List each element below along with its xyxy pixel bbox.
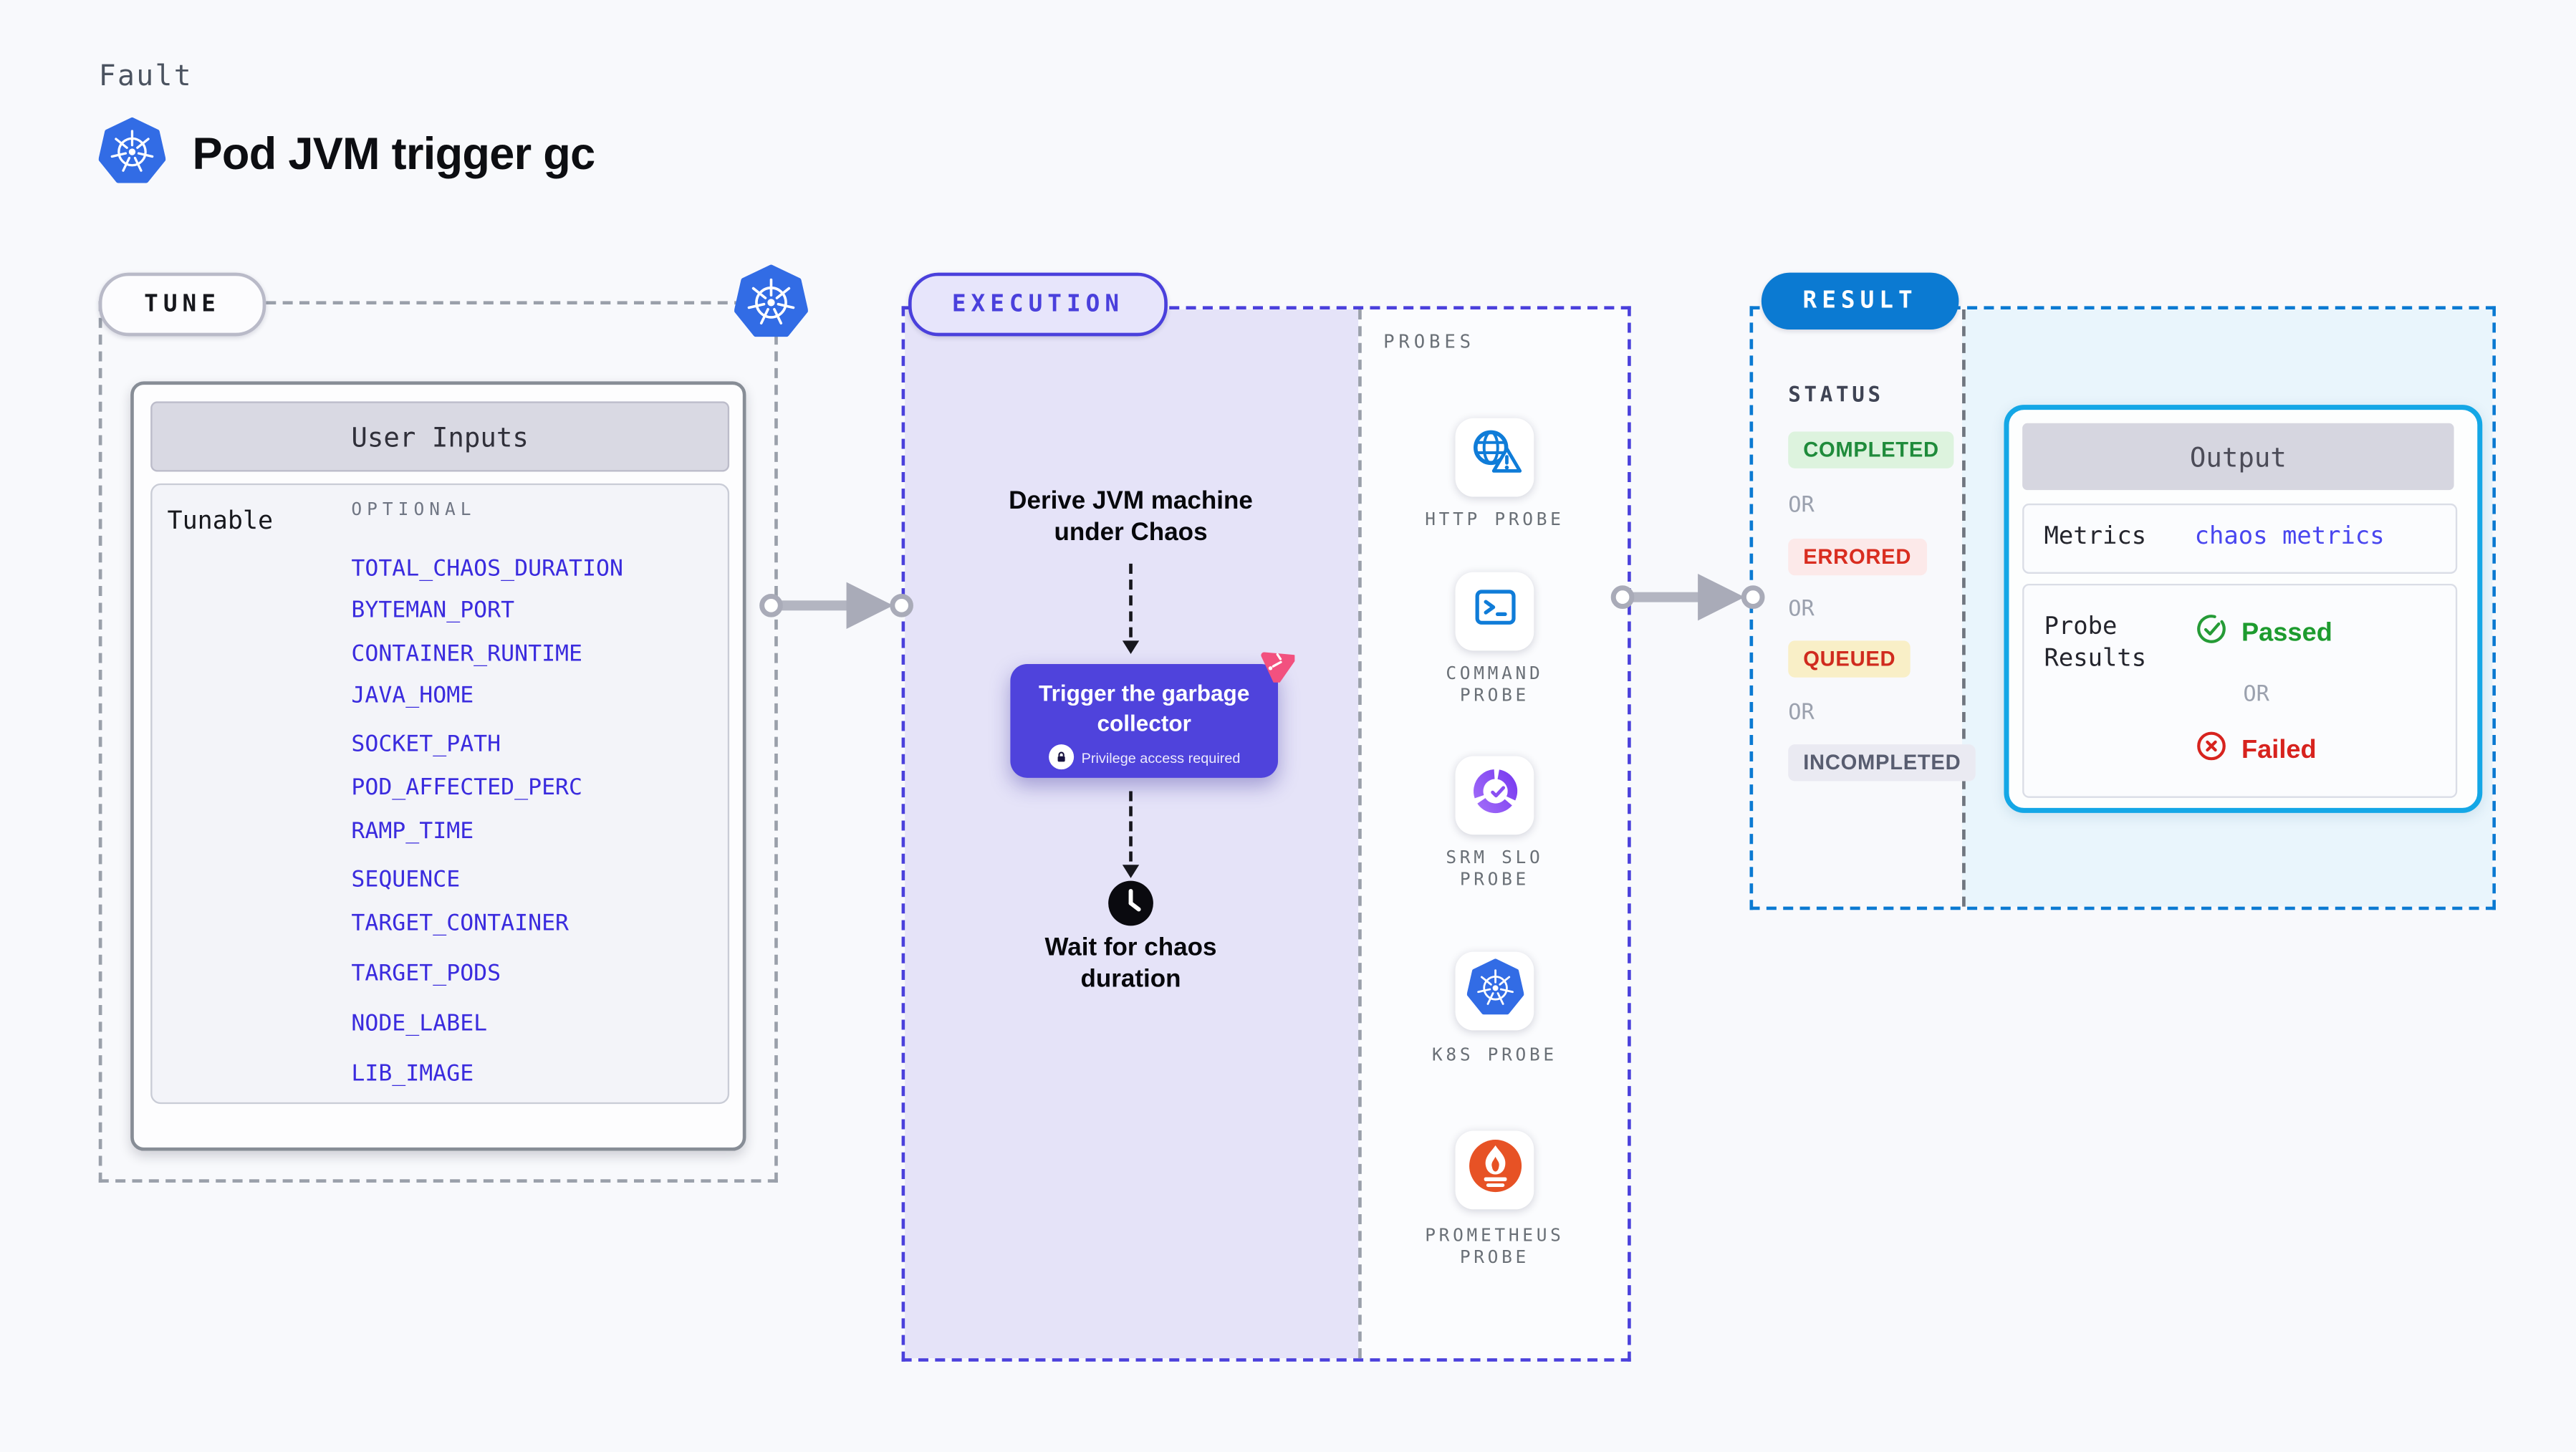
flow-connector bbox=[1129, 563, 1133, 638]
arrow-execution-to-result bbox=[1625, 592, 1700, 602]
status-column: STATUS COMPLETED OR ERRORED OR QUEUED OR… bbox=[1753, 309, 1976, 907]
srm-slo-probe-label: SRM SLO PROBE bbox=[1446, 847, 1544, 890]
tunable-java-home[interactable]: JAVA_HOME bbox=[351, 682, 474, 710]
tunable-target-container[interactable]: TARGET_CONTAINER bbox=[351, 910, 569, 937]
flow-arrowhead-icon bbox=[1122, 865, 1140, 878]
status-badge-incompleted: INCOMPLETED bbox=[1788, 744, 1976, 782]
k8s-probe-card bbox=[1455, 951, 1534, 1031]
arrow-tune-to-execution bbox=[774, 600, 848, 611]
tunable-byteman-port[interactable]: BYTEMAN_PORT bbox=[351, 597, 515, 624]
execution-flow-area: Derive JVM machine under Chaos Trigger t… bbox=[905, 309, 1359, 1359]
tunable-total-chaos-duration[interactable]: TOTAL_CHAOS_DURATION bbox=[351, 555, 623, 582]
tunable-pod-affected-perc[interactable]: POD_AFFECTED_PERC bbox=[351, 774, 583, 802]
status-badge-errored: ERRORED bbox=[1788, 538, 1927, 576]
title-row: Pod JVM trigger gc bbox=[98, 117, 596, 192]
connector-dot bbox=[1741, 585, 1765, 609]
optional-column-label: OPTIONAL bbox=[351, 500, 476, 521]
probes-rail: PROBES HTTP PR bbox=[1358, 309, 1628, 1359]
status-heading: STATUS bbox=[1788, 381, 1884, 407]
slo-donut-check-icon bbox=[1466, 763, 1523, 828]
metrics-value[interactable]: chaos metrics bbox=[2194, 523, 2385, 551]
globe-warning-icon bbox=[1466, 425, 1523, 490]
passed-label: Passed bbox=[2241, 617, 2332, 647]
status-badge-queued: QUEUED bbox=[1788, 640, 1911, 678]
output-card: Output Metrics chaos metrics Probe Resul… bbox=[2004, 405, 2483, 813]
failed-line: Failed bbox=[2195, 729, 2317, 771]
chaos-pink-icon bbox=[1256, 644, 1297, 686]
connector-dot bbox=[890, 593, 913, 617]
result-panel: STATUS COMPLETED OR ERRORED OR QUEUED OR… bbox=[1749, 306, 2496, 910]
or-label: OR bbox=[1788, 597, 1815, 622]
kubernetes-icon bbox=[734, 264, 809, 338]
kubernetes-icon bbox=[1466, 958, 1524, 1024]
derive-jvm-step: Derive JVM machine under Chaos bbox=[1009, 486, 1253, 547]
tunable-target-pods[interactable]: TARGET_PODS bbox=[351, 960, 501, 987]
trigger-gc-title: Trigger the garbage collector bbox=[1039, 681, 1250, 736]
user-inputs-header: User Inputs bbox=[150, 401, 730, 472]
execution-panel: Derive JVM machine under Chaos Trigger t… bbox=[901, 306, 1631, 1362]
x-circle-icon bbox=[2195, 729, 2229, 771]
fault-eyebrow: Fault bbox=[98, 60, 193, 94]
tunable-lib-image[interactable]: LIB_IMAGE bbox=[351, 1060, 474, 1087]
page-title: Pod JVM trigger gc bbox=[192, 128, 596, 179]
clock-icon bbox=[1107, 880, 1154, 926]
command-probe-label: COMMAND PROBE bbox=[1446, 664, 1544, 706]
tunable-container-runtime[interactable]: CONTAINER_RUNTIME bbox=[351, 640, 583, 668]
http-probe-card bbox=[1455, 418, 1534, 497]
probe-results-label: Probe Results bbox=[2044, 613, 2147, 673]
prometheus-probe-card bbox=[1455, 1130, 1534, 1210]
or-label: OR bbox=[1788, 701, 1815, 726]
tune-badge: TUNE bbox=[98, 272, 266, 337]
check-circle-icon bbox=[2195, 612, 2229, 654]
tunables-list: Tunable OPTIONAL TOTAL_CHAOS_DURATION BY… bbox=[150, 483, 730, 1105]
metrics-label: Metrics bbox=[2044, 523, 2147, 551]
tune-panel bbox=[98, 301, 778, 1183]
prometheus-icon bbox=[1466, 1138, 1523, 1203]
command-probe-card bbox=[1455, 572, 1534, 651]
tunable-ramp-time[interactable]: RAMP_TIME bbox=[351, 817, 474, 845]
output-header: Output bbox=[2022, 423, 2454, 491]
or-label: OR bbox=[1788, 493, 1815, 519]
user-inputs-card: User Inputs Tunable OPTIONAL TOTAL_CHAOS… bbox=[130, 381, 746, 1151]
metrics-row: Metrics chaos metrics bbox=[2022, 503, 2458, 574]
tunable-sequence[interactable]: SEQUENCE bbox=[351, 866, 461, 893]
tunable-row-label: Tunable bbox=[167, 505, 274, 536]
probe-results-row: Probe Results Passed OR bbox=[2022, 583, 2458, 798]
status-badge-completed: COMPLETED bbox=[1788, 431, 1954, 468]
k8s-probe-label: K8S PROBE bbox=[1431, 1045, 1557, 1066]
result-badge: RESULT bbox=[1761, 272, 1959, 330]
wait-chaos-step: Wait for chaos duration bbox=[1044, 933, 1217, 994]
flow-connector bbox=[1129, 791, 1133, 862]
privilege-note-text: Privilege access required bbox=[1081, 748, 1241, 766]
connector-dot bbox=[759, 593, 783, 617]
flow-arrowhead-icon bbox=[1122, 640, 1140, 655]
passed-line: Passed bbox=[2195, 612, 2332, 654]
or-label: OR bbox=[2243, 682, 2269, 708]
http-probe-label: HTTP PROBE bbox=[1425, 510, 1565, 531]
tunable-socket-path[interactable]: SOCKET_PATH bbox=[351, 731, 501, 758]
terminal-icon bbox=[1468, 580, 1522, 642]
arrowhead-icon bbox=[846, 582, 893, 629]
probes-heading: PROBES bbox=[1383, 331, 1475, 353]
prometheus-probe-label: PROMETHEUS PROBE bbox=[1425, 1226, 1565, 1269]
lock-icon bbox=[1047, 744, 1074, 770]
trigger-gc-node[interactable]: Trigger the garbage collector Privilege … bbox=[1010, 652, 1297, 778]
execution-badge: EXECUTION bbox=[908, 272, 1168, 337]
privilege-note: Privilege access required bbox=[1010, 744, 1278, 770]
tunable-node-label[interactable]: NODE_LABEL bbox=[351, 1010, 488, 1037]
kubernetes-icon bbox=[98, 117, 166, 192]
connector-dot bbox=[1610, 585, 1635, 609]
arrowhead-icon bbox=[1698, 573, 1745, 621]
srm-slo-probe-card bbox=[1455, 756, 1534, 835]
failed-label: Failed bbox=[2241, 735, 2317, 764]
